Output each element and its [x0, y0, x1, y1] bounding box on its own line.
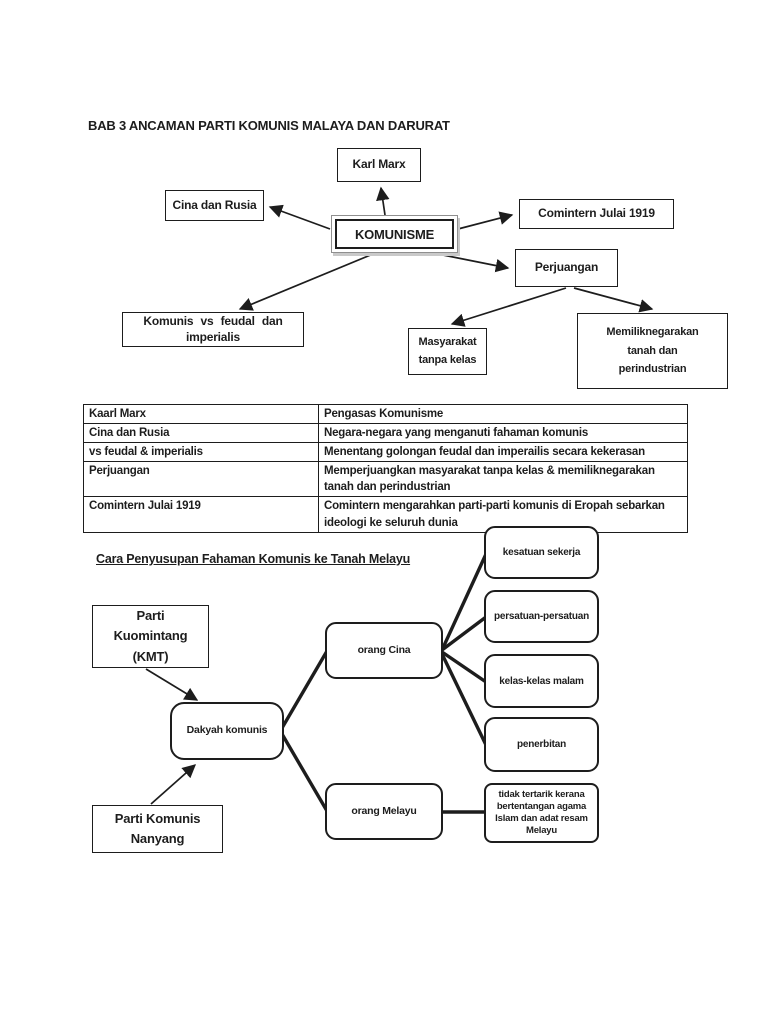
arrow-komunisme-to-karl-marx: [376, 186, 390, 216]
arrow-komunisme-to-comintern: [457, 211, 514, 230]
komunisme-label: KOMUNISME: [335, 219, 454, 249]
arrow-komunisme-to-komunis-vs-feudal: [238, 253, 374, 311]
desc-cell: Menentang golongan feudal dan imperailis…: [318, 442, 688, 463]
desc-cell: Negara-negara yang menganuti fahaman kom…: [318, 423, 688, 444]
connector-cina-to-persatuan: [440, 615, 488, 652]
connector-cina-to-kesatuan-sekerja: [440, 553, 488, 651]
node-cina-dan-rusia: Cina dan Rusia: [165, 190, 264, 221]
page-title: BAB 3 ANCAMAN PARTI KOMUNIS MALAYA DAN D…: [88, 118, 450, 133]
node-komunis-vs-feudal: Komunis vs feudal dan imperialis: [122, 312, 304, 347]
node-memiliknegarakan: Memiliknegarakan tanah dan perindustrian: [577, 313, 728, 389]
arrow-komunisme-to-perjuangan: [437, 253, 510, 273]
table-row: Comintern Julai 1919 Comintern mengarahk…: [83, 496, 688, 533]
arrow-kuomintang-to-dakyah: [145, 668, 199, 701]
term-cell: Perjuangan: [83, 461, 319, 498]
node-parti-kuomintang: Parti Kuomintang (KMT): [92, 605, 209, 668]
desc-cell: Comintern mengarahkan parti-parti komuni…: [318, 496, 688, 533]
term-cell: Comintern Julai 1919: [83, 496, 319, 533]
section-heading: Cara Penyusupan Fahaman Komunis ke Tanah…: [96, 552, 411, 566]
term-cell: Cina dan Rusia: [83, 423, 319, 444]
arrow-perjuangan-to-masyarakat: [450, 287, 567, 327]
arrow-komunisme-to-cina-dan-rusia: [268, 204, 331, 230]
table-row: Cina dan Rusia Negara-negara yang mengan…: [83, 423, 688, 444]
node-parti-komunis-nanyang: Parti Komunis Nanyang: [92, 805, 223, 853]
node-penerbitan: penerbitan: [484, 717, 599, 772]
node-comintern-julai-1919: Comintern Julai 1919: [519, 199, 674, 229]
node-dakyah-komunis: Dakyah komunis: [170, 702, 284, 760]
term-cell: Kaarl Marx: [83, 403, 319, 425]
definition-table: Kaarl Marx Pengasas Komunisme Cina dan R…: [83, 403, 688, 533]
arrow-perjuangan-to-memiliknegarakan: [573, 287, 654, 313]
node-karl-marx: Karl Marx: [337, 148, 421, 182]
desc-cell: Pengasas Komunisme: [318, 403, 688, 425]
node-masyarakat-tanpa-kelas: Masyarakat tanpa kelas: [408, 328, 487, 375]
table-row: vs feudal & imperialis Menentang golonga…: [83, 442, 688, 463]
connector-cina-to-penerbitan: [440, 653, 488, 746]
node-perjuangan: Perjuangan: [515, 249, 618, 287]
node-kesatuan-sekerja: kesatuan sekerja: [484, 526, 599, 579]
node-tidak-tertarik: tidak tertarik kerana bertentangan agama…: [484, 783, 599, 843]
arrow-nanyang-to-dakyah: [150, 764, 197, 805]
node-persatuan-persatuan: persatuan-persatuan: [484, 590, 599, 643]
connector-dakyah-to-orang-melayu: [280, 733, 329, 812]
desc-cell: Memperjuangkan masyarakat tanpa kelas & …: [318, 461, 688, 498]
term-cell: vs feudal & imperialis: [83, 442, 319, 463]
node-orang-cina: orang Cina: [325, 622, 443, 679]
node-orang-melayu: orang Melayu: [325, 783, 443, 840]
table-row: Kaarl Marx Pengasas Komunisme: [83, 403, 688, 425]
connector-cina-to-kelas-malam: [441, 650, 487, 684]
node-komunisme: KOMUNISME: [331, 215, 458, 253]
connector-dakyah-to-orang-cina: [280, 650, 329, 729]
table-row: Perjuangan Memperjuangkan masyarakat tan…: [83, 461, 688, 498]
node-kelas-kelas-malam: kelas-kelas malam: [484, 654, 599, 708]
